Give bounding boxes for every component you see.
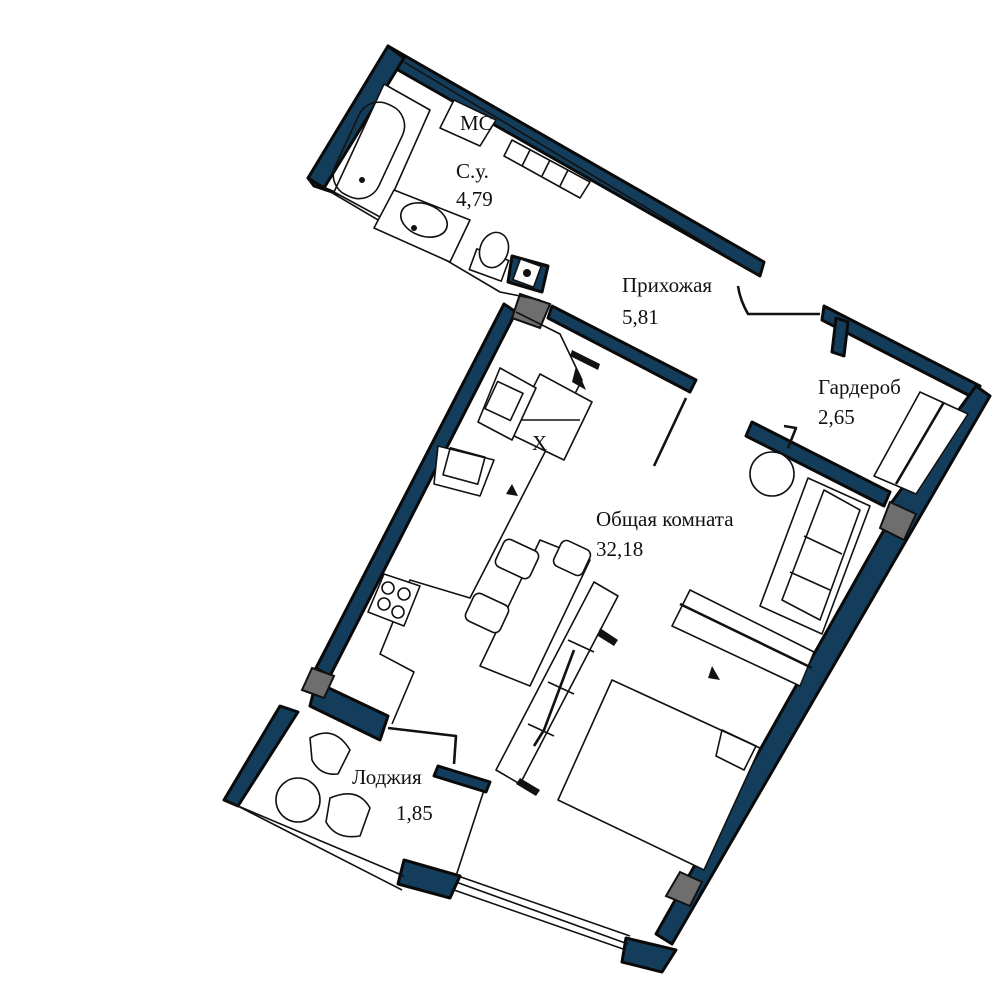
- dining-set: [464, 538, 592, 687]
- round-table: [749, 451, 795, 497]
- hallway-name: Прихожая: [622, 273, 712, 297]
- loggia-name: Лоджия: [352, 765, 422, 789]
- bed: [557, 679, 761, 871]
- washing-machine: МС: [439, 99, 497, 147]
- bathroom-name: С.у.: [456, 159, 489, 183]
- wardrobe-name: Гардероб: [818, 375, 901, 399]
- hallway-area: 5,81: [622, 305, 659, 329]
- loggia-area: 1,85: [396, 801, 433, 825]
- columns: [300, 292, 918, 908]
- living-name: Общая комната: [596, 507, 734, 531]
- tv-unit: [652, 397, 688, 467]
- toilet: [468, 231, 510, 282]
- wardrobe-rack: [671, 589, 815, 687]
- bathroom-area: 4,79: [456, 187, 493, 211]
- washing-machine-mark: МС: [460, 111, 493, 135]
- sofa: [759, 477, 871, 635]
- wardrobe-area: 2,65: [818, 405, 855, 429]
- riser: [512, 258, 542, 288]
- closet-rack: [873, 391, 969, 495]
- cooktop: [367, 573, 421, 627]
- oven-unit: [477, 367, 537, 441]
- shelf-unit: [503, 139, 591, 199]
- kitchen-counter: [379, 311, 583, 725]
- loggia-furniture: [275, 732, 371, 838]
- living-area: 32,18: [596, 537, 643, 561]
- entrance-arrows: [506, 350, 720, 796]
- sink: [373, 189, 471, 263]
- interior-outlines: [225, 61, 820, 951]
- room-labels: С.у. 4,79 Прихожая 5,81 Гардероб 2,65 Об…: [352, 159, 901, 825]
- fridge-mark: Х: [532, 431, 547, 455]
